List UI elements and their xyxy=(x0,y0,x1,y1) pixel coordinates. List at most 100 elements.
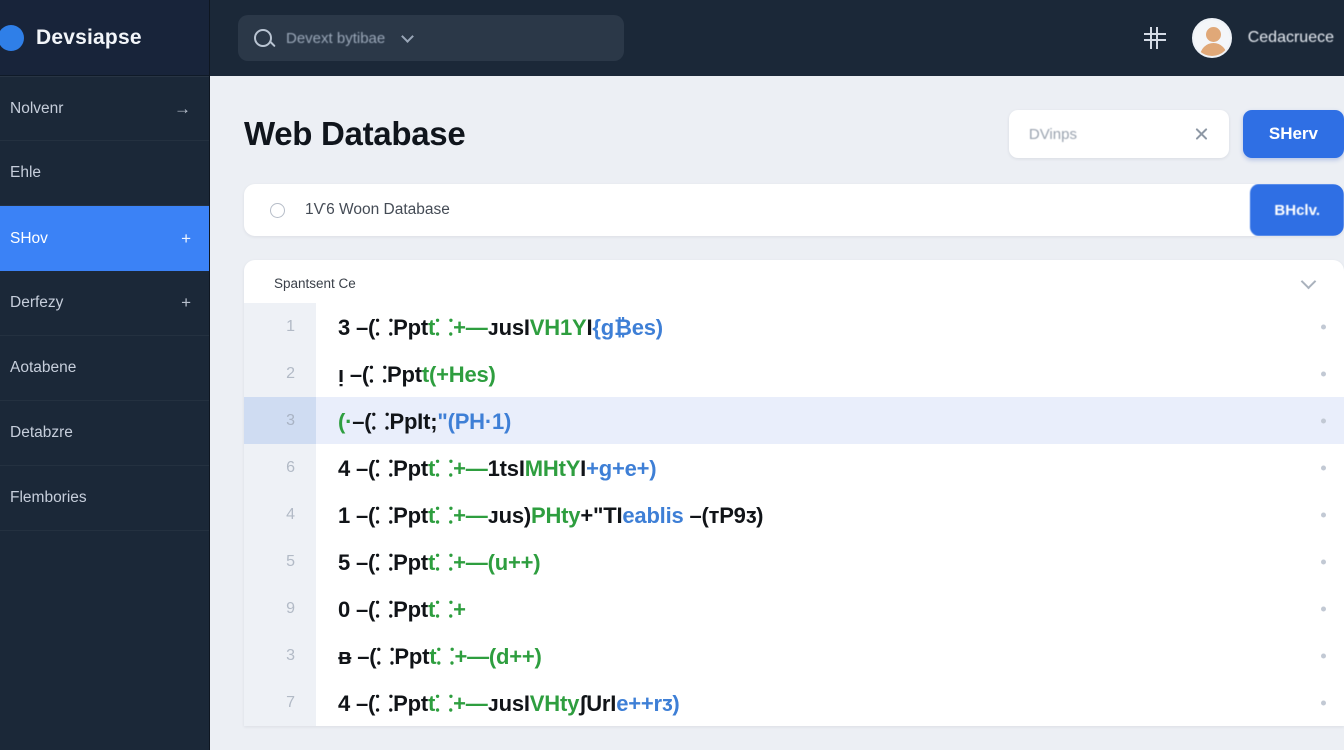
code-token: –(тP9ᴣ) xyxy=(683,502,764,528)
filter-value: DVinps xyxy=(1028,125,1077,143)
sidebar-item-nolvenr[interactable]: Nolvenr → xyxy=(0,76,209,141)
search-card-button[interactable]: BHclv. xyxy=(1250,184,1344,236)
code-token: 1ts xyxy=(487,455,519,481)
code-line-text: 1 –(⸬Pptt⸬+—ᴊus)PHty+"TIeablis –(тP9ᴣ) xyxy=(316,500,763,530)
line-number: 7 xyxy=(244,679,316,726)
code-token: I xyxy=(586,314,593,340)
code-token: t⸬+— xyxy=(428,455,488,481)
sidebar-item-label: Aotabene xyxy=(10,359,77,376)
sidebar-item-label: SHov xyxy=(10,229,48,247)
code-token: ᴊusI xyxy=(487,690,530,716)
chevron-down-icon[interactable] xyxy=(401,29,415,43)
row-marker-icon[interactable] xyxy=(1321,512,1326,517)
code-token: t⸬+ xyxy=(428,596,466,622)
line-number: 6 xyxy=(244,444,316,491)
arrow-right-icon[interactable]: → xyxy=(174,98,191,118)
code-token: e++rᴣ) xyxy=(616,690,680,716)
sidebar-item-detabzre[interactable]: Detabzre xyxy=(0,401,209,466)
page-header: Web Database DVinps SHerv xyxy=(210,76,1344,184)
row-marker-icon[interactable] xyxy=(1321,324,1326,329)
code-line-text: ᴃ –(⸬Pptt⸬+—(d++) xyxy=(316,641,542,671)
code-token: t⸬+—(d++) xyxy=(429,643,542,669)
page-title: Web Database xyxy=(244,115,466,152)
user-menu[interactable]: Cedacruece xyxy=(1191,18,1334,58)
search-result-label: 1Ѵ6 Woon Database xyxy=(305,201,450,218)
circle-radio-icon[interactable] xyxy=(270,202,285,218)
code-token: –(⸬PpIt; xyxy=(352,408,438,434)
sidebar-item-label: Flembories xyxy=(10,489,87,506)
code-token: t⸬+— xyxy=(428,690,488,716)
code-token: (· xyxy=(338,408,353,434)
code-token: t⸬+— xyxy=(428,502,488,528)
sidebar-item-label: Ehle xyxy=(10,164,42,181)
circle-logo-icon xyxy=(0,24,24,51)
row-marker-icon[interactable] xyxy=(1321,700,1326,705)
code-token: ʃUr xyxy=(579,690,611,716)
code-line-text: 3 –(⸬Pptt⸬+—ᴊusIVH1YI{g₿es) xyxy=(316,312,663,342)
plus-icon[interactable]: + xyxy=(181,228,191,248)
code-token: 4 –(⸬Ppt xyxy=(338,455,428,481)
code-token: I xyxy=(610,690,617,716)
code-token: I xyxy=(518,455,525,481)
code-token: 4 –(⸬Ppt xyxy=(338,690,428,716)
row-marker-icon[interactable] xyxy=(1321,465,1326,470)
line-number: 1 xyxy=(244,303,316,350)
code-token: +g+e+) xyxy=(586,455,657,481)
line-number: 5 xyxy=(244,538,316,585)
brand-header: Devsiapse xyxy=(0,0,209,76)
plus-icon[interactable]: + xyxy=(181,293,191,312)
code-line-text: 4 –(⸬Pptt⸬+—ᴊusIVHtyʃUrIe++rᴣ) xyxy=(316,688,680,718)
code-token: 0 –(⸬Ppt xyxy=(338,596,428,622)
user-name: Cedacruece xyxy=(1247,29,1334,46)
code-token: ᴊus) xyxy=(487,502,532,528)
code-row[interactable]: 3(·–(⸬PpIt;"(PH·1) xyxy=(244,397,1344,444)
line-number: 2 xyxy=(244,350,316,397)
close-icon[interactable] xyxy=(1194,127,1209,142)
row-marker-icon[interactable] xyxy=(1321,653,1326,658)
code-token: PHty xyxy=(531,502,581,528)
sidebar-item-shov[interactable]: SHov + xyxy=(0,206,209,271)
code-token: eablis xyxy=(622,502,684,528)
code-line-text: 5 –(⸬Pptt⸬+—(u++) xyxy=(316,547,541,577)
row-marker-icon[interactable] xyxy=(1321,559,1326,564)
row-marker-icon[interactable] xyxy=(1321,418,1326,423)
global-search-placeholder: Devext bytibae xyxy=(286,29,386,47)
content-area: Web Database DVinps SHerv 1Ѵ6 Woon Datab… xyxy=(210,76,1344,750)
code-token: I xyxy=(580,455,587,481)
sidebar-item-aotabene[interactable]: Aotabene xyxy=(0,336,209,401)
code-token: 3 –(⸬Ppt xyxy=(338,314,428,340)
editor-header-label: Spantsent Ce xyxy=(274,276,356,291)
line-number: 9 xyxy=(244,585,316,632)
code-token: ᴃ –(⸬Ppt xyxy=(338,643,430,669)
global-search-input[interactable]: Devext bytibae xyxy=(238,15,624,61)
sidebar-item-derfezy[interactable]: Derfezy+ xyxy=(0,271,209,336)
line-number: 4 xyxy=(244,491,316,538)
code-token: VHty xyxy=(529,690,580,716)
row-marker-icon[interactable] xyxy=(1321,371,1326,376)
code-line-text: 0 –(⸬Pptt⸬+ xyxy=(316,594,466,624)
code-line-text: 4 –(⸬Pptt⸬+—1tsIMHtYI+g+e+) xyxy=(316,453,657,483)
grid-icon[interactable] xyxy=(1143,27,1166,49)
sidebar-item-flembories[interactable]: Flembories xyxy=(0,466,209,531)
sidebar-item-ehle[interactable]: Ehle xyxy=(0,141,209,206)
code-token: t(+Hes) xyxy=(421,361,496,387)
code-line-text: (·–(⸬PpIt;"(PH·1) xyxy=(316,406,511,436)
primary-action-button[interactable]: SHerv xyxy=(1242,110,1344,158)
row-marker-icon[interactable] xyxy=(1321,606,1326,611)
top-bar-right: Cedacruece xyxy=(1143,18,1344,58)
top-bar: Devext bytibae Cedacruece xyxy=(210,0,1344,76)
filter-input[interactable]: DVinps xyxy=(1008,110,1229,158)
sidebar-item-label: Nolvenr xyxy=(10,99,64,117)
chevron-down-icon[interactable] xyxy=(1300,273,1317,289)
